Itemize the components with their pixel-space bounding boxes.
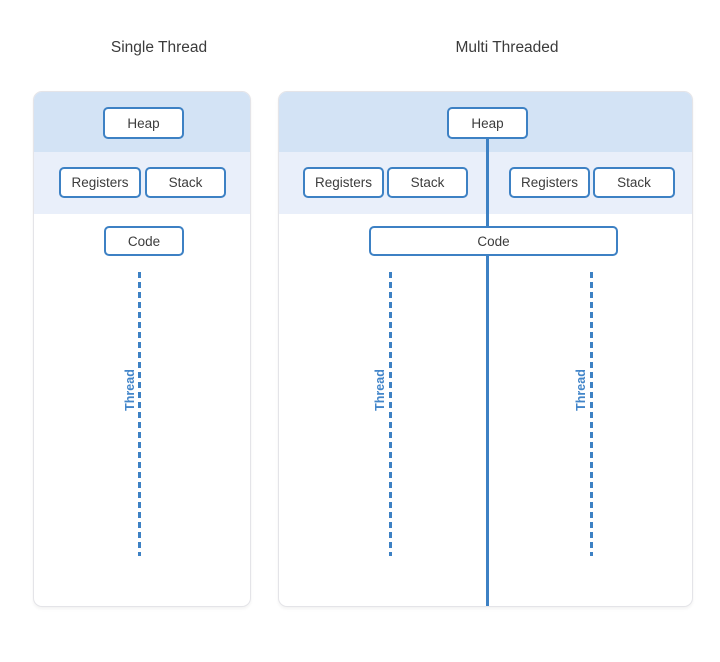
thread-dashed-line <box>138 272 141 556</box>
heap-box: Heap <box>447 107 528 139</box>
thread-label: Thread <box>123 369 137 411</box>
heap-box: Heap <box>103 107 184 139</box>
single-thread-panel: Heap Registers Stack Code Thread <box>33 91 251 607</box>
main-thread-line <box>486 138 489 606</box>
registers-box: Registers <box>303 167 384 198</box>
stack-box: Stack <box>145 167 226 198</box>
registers-box: Registers <box>59 167 141 198</box>
thread-dashed-line <box>389 272 392 556</box>
code-box: Code <box>369 226 618 256</box>
stack-box: Stack <box>593 167 675 198</box>
stack-box: Stack <box>387 167 468 198</box>
registers-box: Registers <box>509 167 590 198</box>
thread-label: Thread <box>574 369 588 411</box>
thread-dashed-line <box>590 272 593 556</box>
multi-threaded-panel: Heap Registers Stack Registers Stack Cod… <box>278 91 693 607</box>
single-thread-title: Single Thread <box>110 39 208 56</box>
code-box: Code <box>104 226 184 256</box>
multi-threaded-title: Multi Threaded <box>455 39 559 56</box>
thread-label: Thread <box>373 369 387 411</box>
